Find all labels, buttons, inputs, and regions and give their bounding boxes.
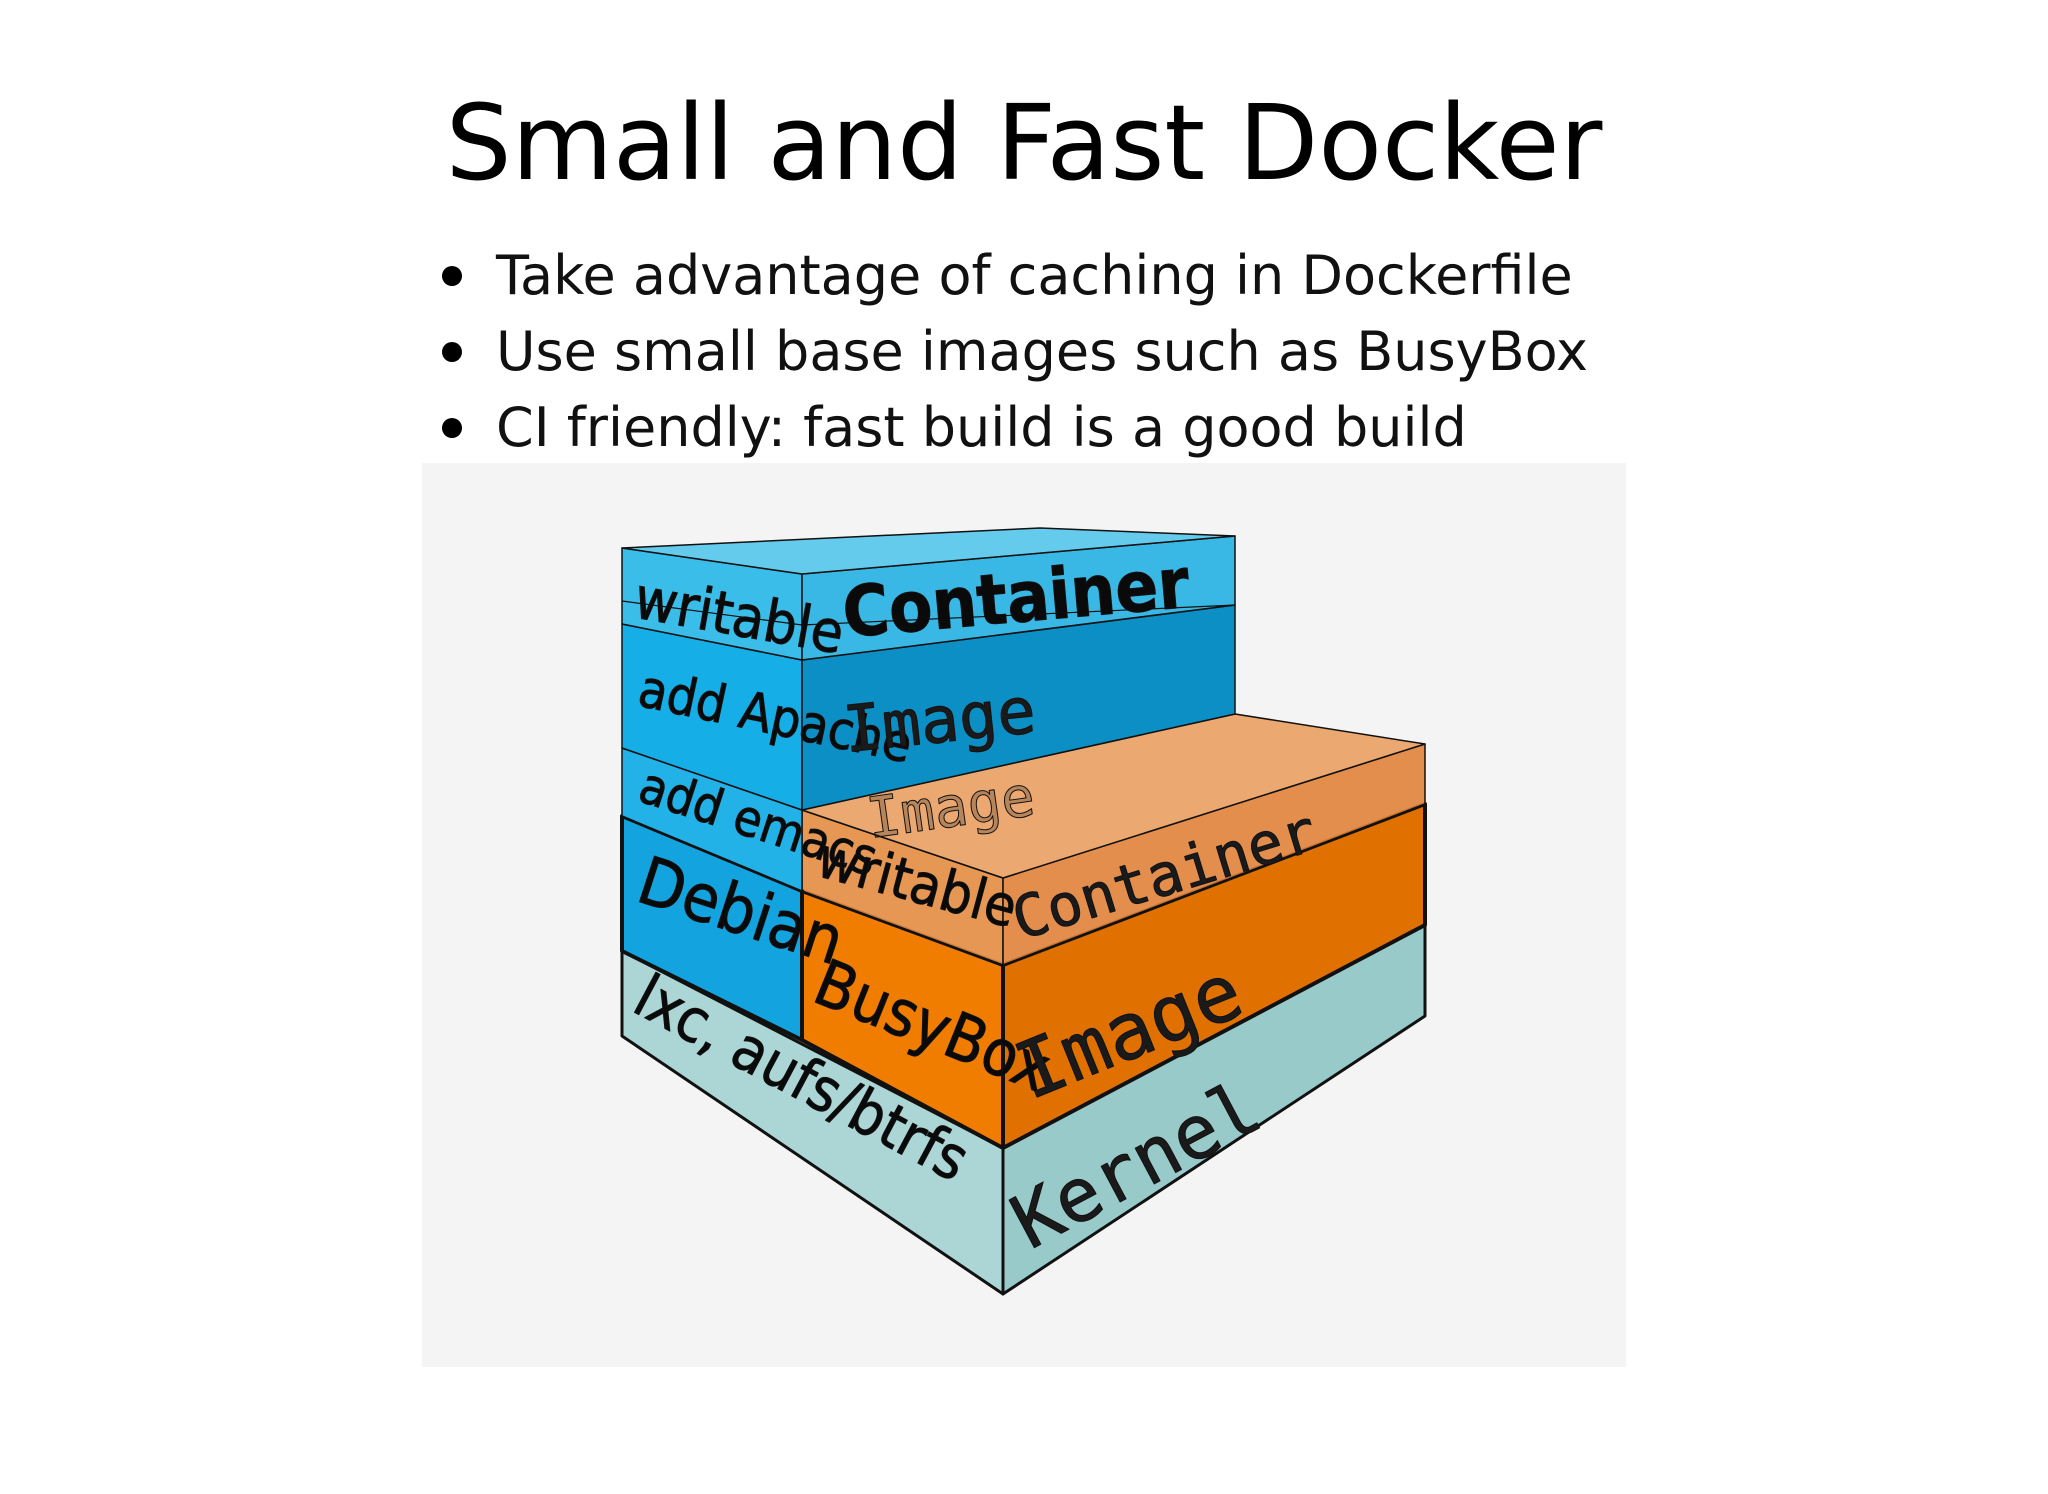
bullet-item: Use small base images such as BusyBox: [438, 314, 1588, 390]
slide-title: Small and Fast Docker: [445, 82, 1603, 204]
bullet-item: CI friendly: fast build is a good build: [438, 390, 1588, 466]
bullet-text: Take advantage of caching in Dockerfile: [496, 244, 1573, 307]
bullet-item: Take advantage of caching in Dockerfile: [438, 238, 1588, 314]
bullet-dot-icon: [442, 418, 462, 438]
docker-layers-diagram: writable Container add Apache Image add …: [422, 463, 1626, 1367]
bullet-text: Use small base images such as BusyBox: [496, 320, 1588, 383]
bullet-dot-icon: [442, 266, 462, 286]
diagram-svg: writable Container add Apache Image add …: [620, 527, 1427, 1296]
divider-line: [621, 600, 803, 626]
divider-line: [801, 604, 1236, 626]
bullet-list: Take advantage of caching in Dockerfile …: [438, 238, 1588, 466]
blue-top-face: [621, 527, 1236, 575]
bullet-text: CI friendly: fast build is a good build: [496, 396, 1467, 459]
bullet-dot-icon: [442, 342, 462, 362]
